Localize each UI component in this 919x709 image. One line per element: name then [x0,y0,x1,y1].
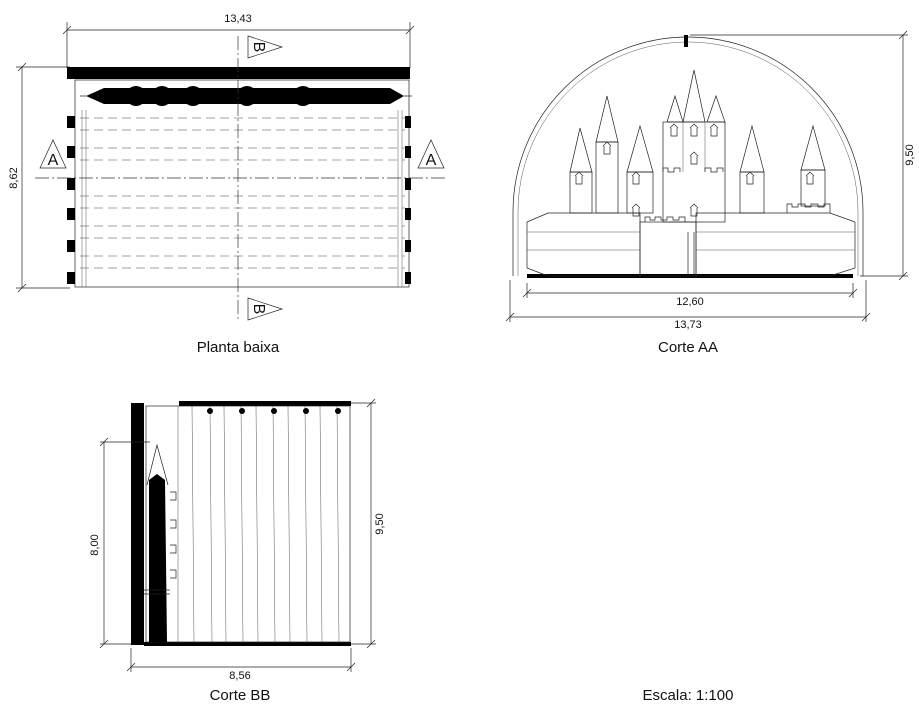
plan-panel-rows [80,117,405,269]
svg-text:B: B [250,304,267,315]
section-bb-panels [177,405,341,643]
section-bb-inner-height-dimension: 8,00 [89,534,101,555]
section-aa-caption: Corte AA [658,339,718,356]
section-bb-height-dimension: 9,50 [374,513,386,534]
section-bb-caption: Corte BB [210,687,271,704]
section-aa-view: 9,50 12,60 13,73 [505,30,916,356]
section-bb-floor [144,642,351,646]
section-aa-height-dimension: 9,50 [904,144,916,165]
section-marker-a-left: A [39,139,67,169]
section-bb-ceiling [179,401,351,406]
section-bb-width-dimension: 8,56 [229,670,250,682]
section-aa-outer-width-dimension: 13,73 [674,319,702,331]
plan-caption: Planta baixa [197,339,280,356]
section-marker-b-bottom: B [247,297,284,321]
plan-back-wall [67,67,410,79]
section-aa-inner-width-dimension: 12,60 [676,296,704,308]
plan-panel-columns [81,110,403,287]
plan-width-dimension: 13,43 [224,13,252,25]
svg-text:B: B [250,42,267,53]
section-bb-view: 9,50 8,00 8,56 Corte BB [89,398,386,704]
section-bb-castle-silhouette [149,474,167,642]
scale-note: Escala: 1:100 [643,687,734,704]
plan-depth-dimension: 8,62 [8,167,20,188]
svg-text:A: A [48,152,59,169]
plan-view: 13,43 8,62 [8,13,445,356]
section-aa-castle [526,69,856,277]
section-marker-b-top: B [247,35,284,59]
section-bb-wall [131,403,144,645]
plan-posts [67,116,411,284]
section-marker-a-right: A [417,139,445,169]
svg-text:A: A [426,152,437,169]
